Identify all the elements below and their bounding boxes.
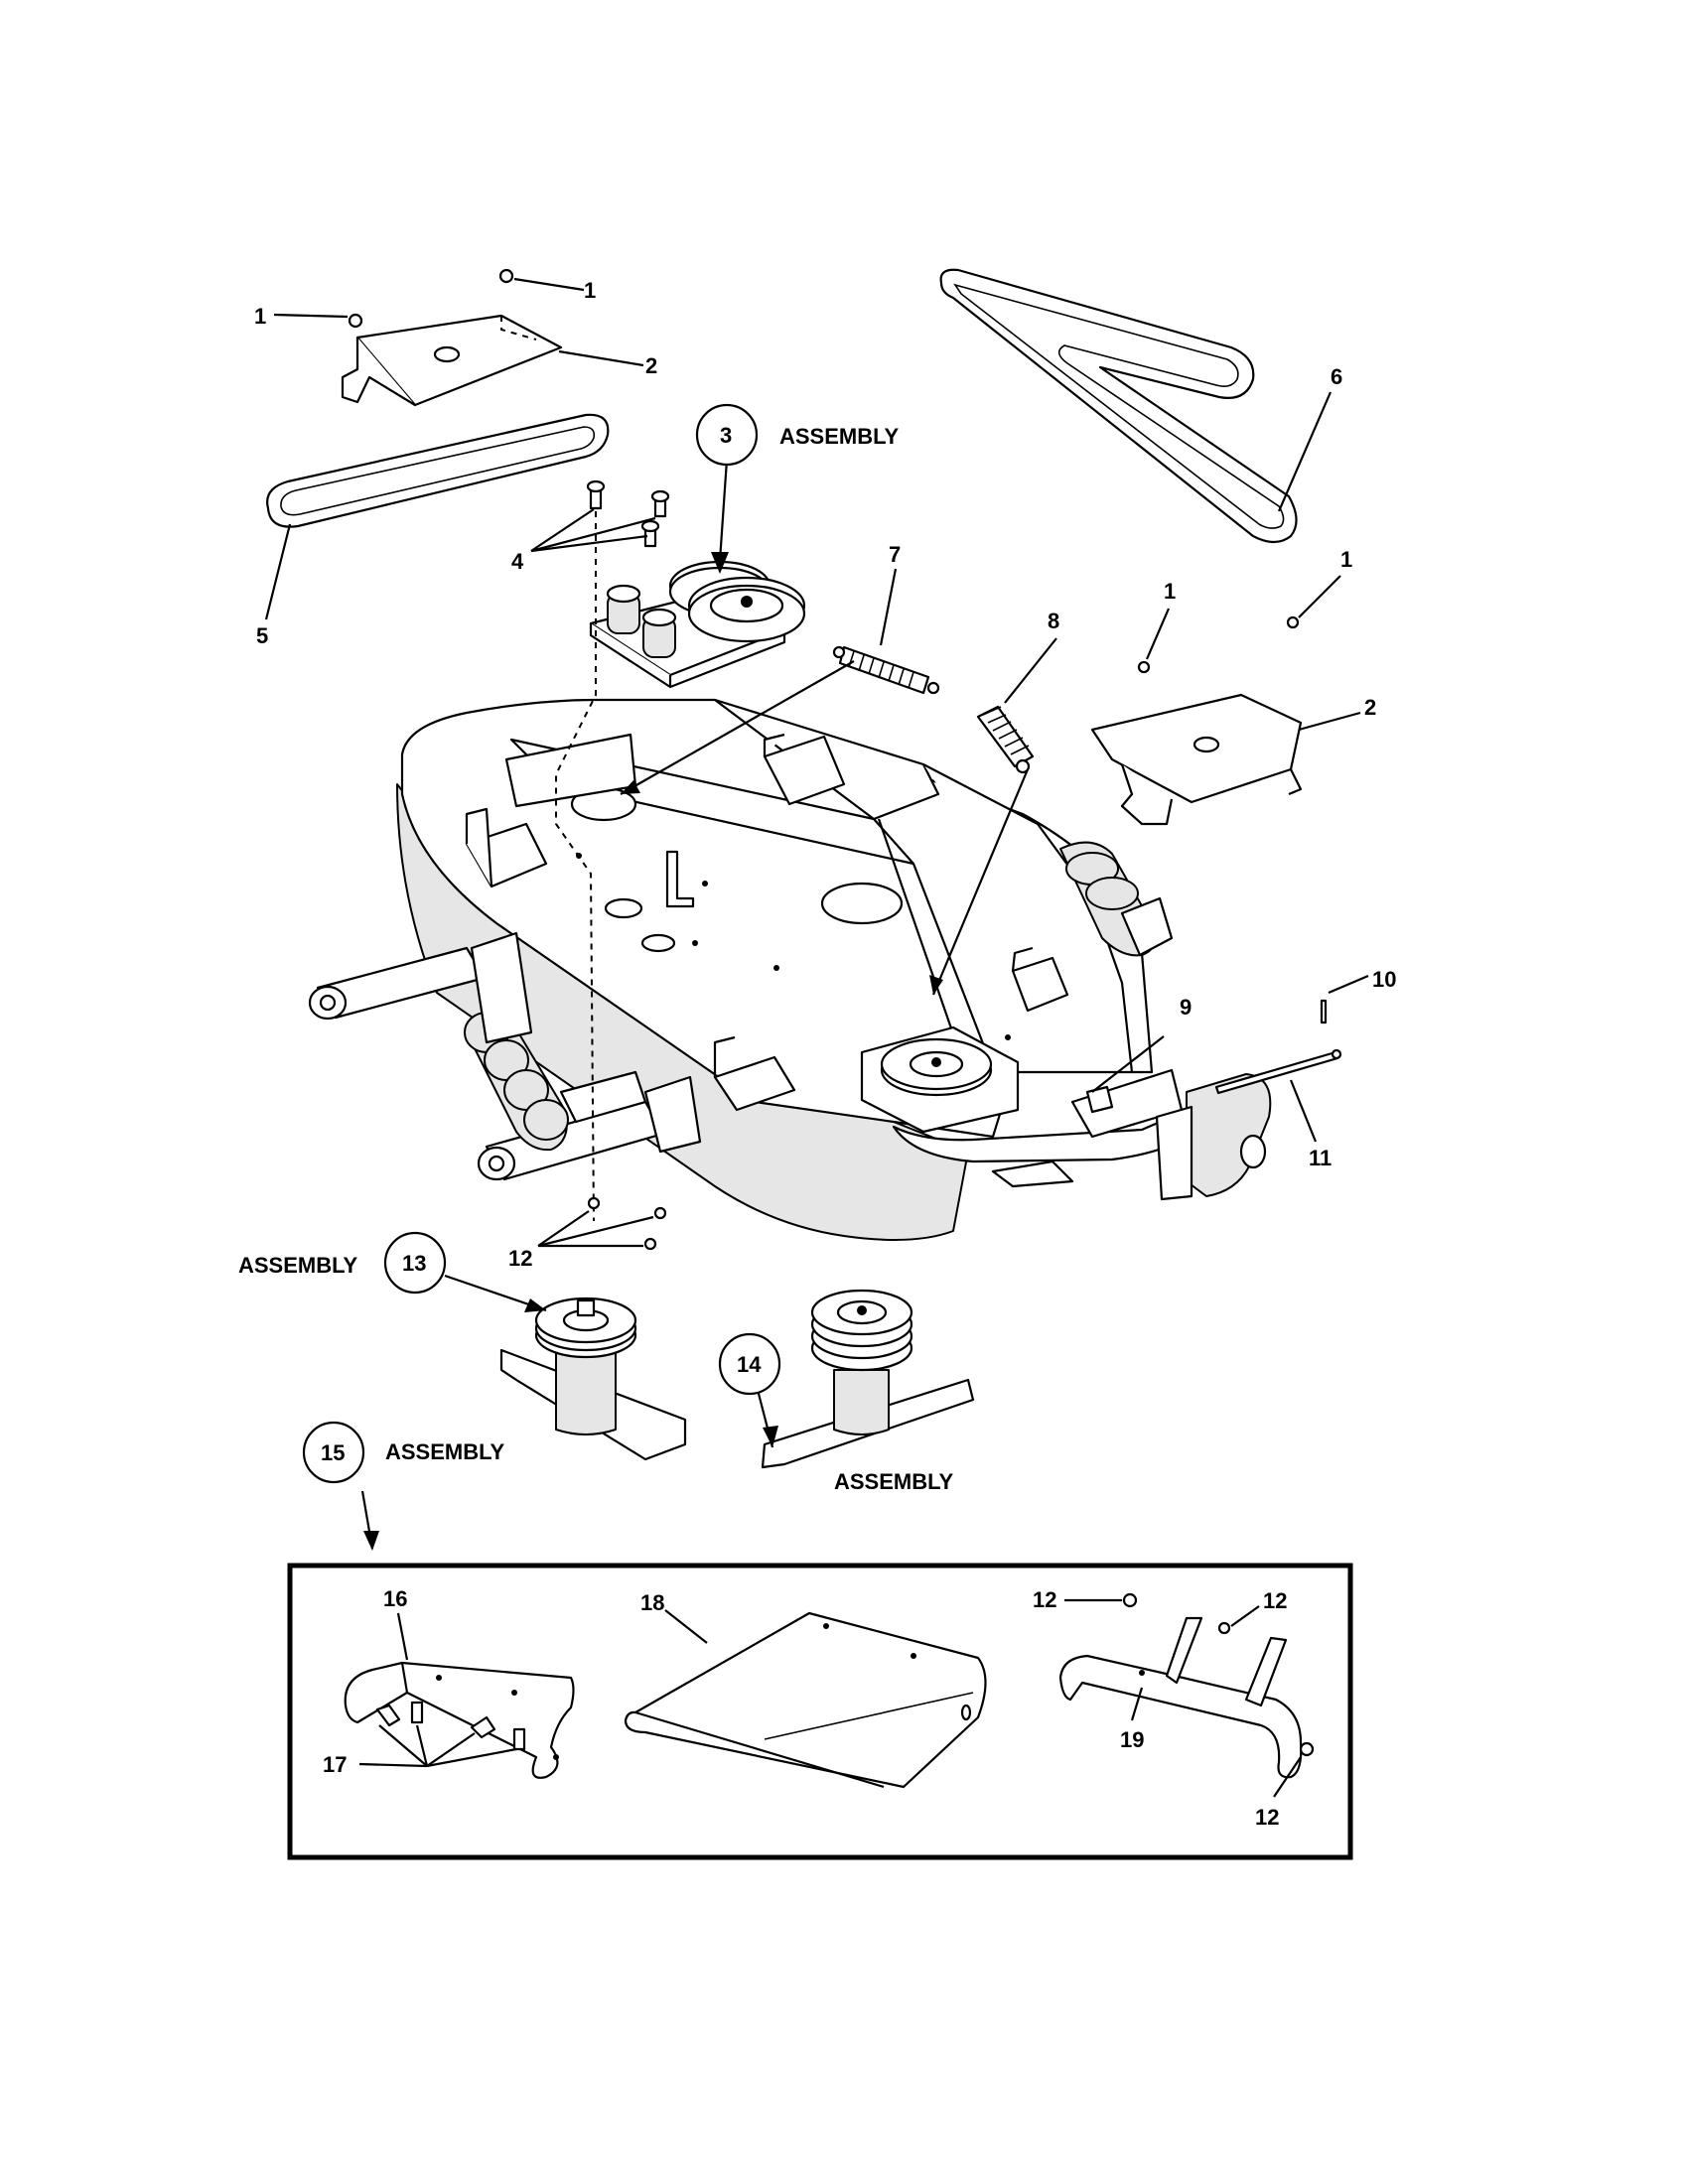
deflector-mounting-bracket [1058, 1616, 1303, 1779]
pin-part-10 [1320, 999, 1328, 1024]
callout-12: 12 [1033, 1587, 1056, 1612]
callout-13: 13 [402, 1251, 426, 1276]
large-drive-belt [939, 268, 1298, 544]
callout-14: 14 [737, 1352, 762, 1377]
callout-1: 1 [1164, 579, 1176, 604]
callout-4: 4 [511, 549, 524, 574]
callout-14-assembly: ASSEMBLY [834, 1469, 954, 1494]
nut-fastener [1122, 1592, 1315, 1757]
callout-12: 12 [1255, 1805, 1279, 1830]
rod-part-11 [1214, 1048, 1342, 1095]
callout-13-assembly: ASSEMBLY [238, 1253, 358, 1278]
bolt-fastener [1137, 615, 1300, 674]
double-pulley-spindle-blade-assembly [761, 1289, 975, 1469]
front-anti-scalp-housing [991, 1068, 1272, 1201]
deck-key-pin [665, 850, 695, 908]
callout-circle [302, 403, 781, 1484]
callout-12: 12 [508, 1246, 532, 1271]
callout-2: 2 [645, 353, 657, 378]
callout-17: 17 [323, 1752, 347, 1777]
left-roller-assembly [464, 931, 702, 1154]
nut-fastener [587, 1196, 667, 1251]
callout-18: 18 [640, 1590, 664, 1615]
small-drive-belt [266, 413, 610, 528]
callout-12: 12 [1263, 1588, 1287, 1613]
idler-spring [976, 705, 1035, 774]
upper-left-belt-cover-bracket [341, 314, 563, 407]
callout-11: 11 [1309, 1146, 1332, 1170]
callout-leader-lines [264, 277, 1369, 1798]
deck-spindle-hole [570, 786, 904, 953]
deck-center-pulley [860, 1025, 1020, 1134]
tension-spring [832, 645, 940, 695]
callout-8: 8 [1048, 609, 1059, 633]
discharge-deflector-shield [624, 1611, 987, 1789]
callout-2: 2 [1364, 695, 1376, 720]
deflector-hinge-bracket [344, 1661, 575, 1779]
callout-1: 1 [584, 278, 596, 303]
deck-mount-bracket [465, 733, 1069, 1112]
idler-pulley-bracket-assembly [589, 560, 806, 689]
callout-7: 7 [889, 542, 901, 567]
left-axle-bar [308, 946, 487, 1021]
callout-6: 6 [1331, 364, 1342, 389]
callout-3-assembly: ASSEMBLY [779, 424, 900, 449]
callout-19: 19 [1120, 1727, 1144, 1752]
callout-15-assembly: ASSEMBLY [385, 1439, 505, 1464]
deflector-assembly-box [287, 1563, 1353, 1860]
callout-1: 1 [254, 304, 266, 329]
right-roller-assembly [1059, 841, 1174, 957]
bolt-fastener [375, 1701, 526, 1751]
callout-10: 10 [1372, 967, 1396, 992]
right-belt-cover-bracket [1090, 693, 1303, 826]
screw-fastener [586, 479, 670, 548]
callout-16: 16 [383, 1586, 407, 1611]
callout-5: 5 [256, 623, 268, 648]
bolt-fastener [348, 268, 514, 329]
callout-9: 9 [1180, 995, 1192, 1020]
callout-3: 3 [720, 423, 732, 448]
callout-arrowheads [363, 552, 943, 1551]
callout-1: 1 [1340, 547, 1352, 572]
callout-15: 15 [321, 1440, 345, 1465]
single-pulley-spindle-blade-assembly [499, 1297, 687, 1461]
